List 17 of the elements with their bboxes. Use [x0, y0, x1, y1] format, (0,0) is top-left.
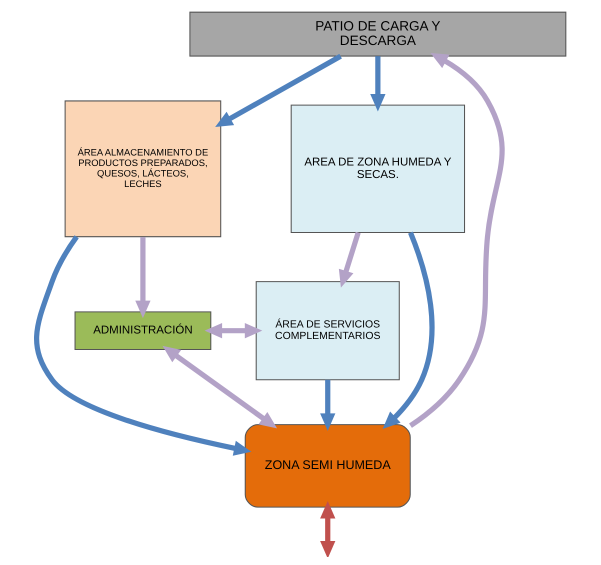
arrow [370, 56, 386, 112]
node-box: ZONA SEMI HUMEDA [244, 424, 410, 508]
arrow [338, 232, 360, 288]
arrow [162, 346, 277, 428]
node-box: ÁREA ALMACENAMIENTO DE PRODUCTOS PREPARADOS, QUESOS, LÁCTEOS, LECHES [64, 100, 221, 238]
arrow [320, 500, 335, 557]
arrow [34, 235, 251, 456]
arrow [320, 380, 335, 431]
arrow [408, 53, 504, 428]
node-box: AREA DE ZONA HUMEDA Y SECAS. [290, 104, 465, 234]
arrow [134, 237, 150, 318]
node-box: ADMINISTRACIÓN [74, 311, 211, 350]
node-box: ÁREA DE SERVICIOS COMPLEMENTARIOS [255, 281, 400, 380]
node-box: PATIO DE CARGA Y DESCARGA [188, 12, 566, 57]
arrow [382, 232, 434, 430]
arrow [214, 54, 342, 127]
arrow [204, 323, 262, 338]
